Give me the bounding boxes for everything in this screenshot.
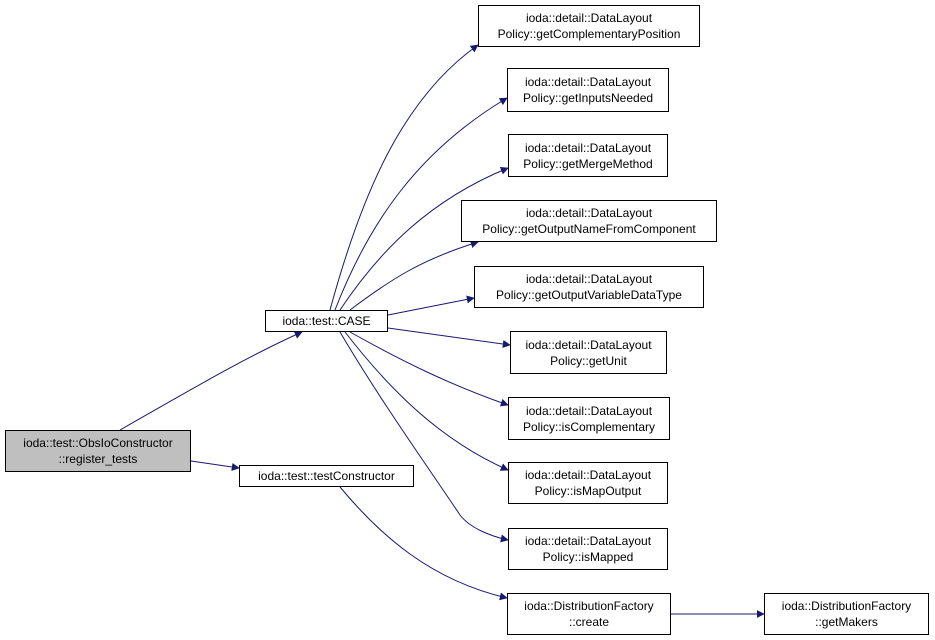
node-is-mapped-line1: ioda::detail::DataLayout <box>524 534 652 548</box>
node-register-tests-line1: ioda::test::ObsIoConstructor <box>23 436 173 450</box>
node-get-complementary-position-line2: Policy::getComplementaryPosition <box>497 27 681 41</box>
node-get-complementary-position[interactable]: ioda::detail::DataLayout Policy::getComp… <box>478 5 700 47</box>
node-get-unit-line1: ioda::detail::DataLayout <box>525 337 652 352</box>
node-create-line2: ::create <box>568 615 610 629</box>
node-get-output-name-from-component[interactable]: ioda::detail::DataLayout Policy::getOutp… <box>461 200 717 242</box>
edge-case-to-get-unit <box>387 327 511 348</box>
node-get-makers-line2: ::getMakers <box>815 615 878 629</box>
node-is-mapped[interactable]: ioda::detail::DataLayout Policy::isMappe… <box>508 528 668 570</box>
node-get-output-variable-data-type-line2: Policy::getOutputVariableDataType <box>496 288 682 302</box>
node-get-unit[interactable]: ioda::detail::DataLayout Policy::getUnit <box>510 331 667 374</box>
node-get-complementary-position-line1: ioda::detail::DataLayout <box>525 11 653 25</box>
node-is-complementary-line1: ioda::detail::DataLayout <box>525 403 653 418</box>
node-register-tests[interactable]: ioda::test::ObsIoConstructor ::register_… <box>5 430 191 472</box>
node-get-makers[interactable]: ioda::DistributionFactory ::getMakers <box>764 593 929 635</box>
edge-case-to-get-output-name-from-component <box>349 240 479 311</box>
node-get-merge-method[interactable]: ioda::detail::DataLayout Policy::getMerg… <box>508 134 668 177</box>
node-get-merge-method-line2: Policy::getMergeMethod <box>523 156 653 171</box>
node-is-map-output-line2: Policy::isMapOutput <box>534 484 642 498</box>
edge-case-to-is-complementary <box>349 331 509 407</box>
node-create-line1: ioda::DistributionFactory <box>524 599 654 613</box>
node-is-mapped-line2: Policy::isMapped <box>542 550 634 564</box>
node-get-unit-line2: Policy::getUnit <box>550 353 627 368</box>
node-is-complementary-line2: Policy::isComplementary <box>522 419 656 434</box>
edge-case-to-is-map-output <box>344 331 509 471</box>
node-test-constructor[interactable]: ioda::test::testConstructor <box>239 465 414 487</box>
node-get-inputs-needed-line2: Policy::getInputsNeeded <box>522 91 654 105</box>
node-get-output-name-from-component-line2: Policy::getOutputNameFromComponent <box>482 222 696 236</box>
edge-case-to-get-complementary-position <box>329 44 479 311</box>
node-create[interactable]: ioda::DistributionFactory ::create <box>507 593 671 635</box>
node-register-tests-line2: ::register_tests <box>58 452 138 466</box>
edge-case-to-get-merge-method <box>339 167 509 311</box>
node-case-line1: ioda::test::CASE <box>282 314 371 328</box>
edge-register-tests-to-test-constructor <box>190 460 240 471</box>
edge-register-tests-to-case <box>119 331 303 431</box>
node-get-output-name-from-component-line1: ioda::detail::DataLayout <box>525 206 653 220</box>
node-get-merge-method-line1: ioda::detail::DataLayout <box>524 140 652 155</box>
edge-test-constructor-to-create <box>339 486 508 601</box>
edge-case-to-get-output-variable-data-type <box>387 295 475 316</box>
node-get-inputs-needed-line1: ioda::detail::DataLayout <box>524 75 652 89</box>
node-test-constructor-line1: ioda::test::testConstructor <box>258 469 395 483</box>
node-get-output-variable-data-type[interactable]: ioda::detail::DataLayout Policy::getOutp… <box>474 266 704 308</box>
node-is-map-output-line1: ioda::detail::DataLayout <box>524 468 652 482</box>
node-case[interactable]: ioda::test::CASE <box>265 310 388 332</box>
node-is-complementary[interactable]: ioda::detail::DataLayout Policy::isCompl… <box>508 397 670 440</box>
node-get-inputs-needed[interactable]: ioda::detail::DataLayout Policy::getInpu… <box>507 68 669 112</box>
node-get-makers-line1: ioda::DistributionFactory <box>781 599 912 613</box>
edge-case-to-is-mapped <box>339 331 509 543</box>
node-is-map-output[interactable]: ioda::detail::DataLayout Policy::isMapOu… <box>508 462 668 504</box>
node-get-output-variable-data-type-line1: ioda::detail::DataLayout <box>525 272 653 286</box>
edge-case-to-get-inputs-needed <box>334 97 508 311</box>
